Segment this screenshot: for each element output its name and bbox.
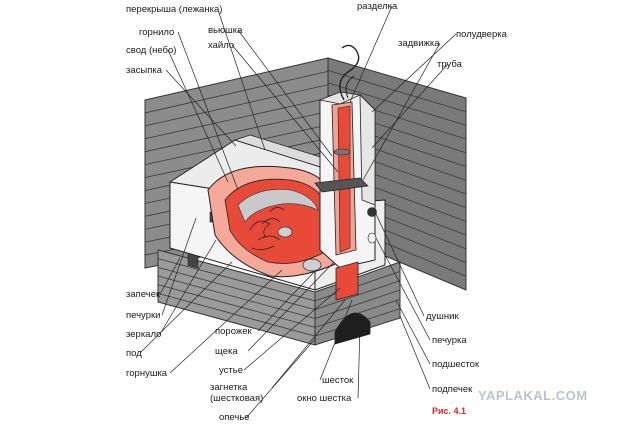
leader-line: [237, 29, 333, 157]
leader-line: [395, 299, 431, 365]
chimney: [314, 44, 377, 301]
label-dushnik: душник: [426, 311, 459, 322]
leader-line: [167, 49, 229, 183]
label-pechurki: печурки: [126, 310, 160, 321]
leader-line: [399, 315, 431, 390]
label-zapechek: запечек: [126, 289, 161, 300]
base-plank: [314, 280, 401, 311]
leader-line: [247, 261, 335, 352]
leader-line: [139, 261, 233, 354]
log-plank: [327, 70, 467, 113]
leader-line: [371, 63, 449, 149]
log-plank: [144, 70, 329, 114]
leader-line: [231, 44, 339, 173]
label-zasypka: засыпка: [126, 65, 163, 76]
label-podpechek: подпечек: [432, 384, 473, 395]
leader-line: [319, 299, 353, 381]
leader-line: [161, 217, 197, 316]
leader-line: [217, 9, 266, 151]
label-khaylo: хайло: [208, 40, 234, 51]
log-plank: [327, 82, 467, 126]
label-ustye: устье: [219, 365, 243, 376]
label-pechurka: печурка: [432, 335, 467, 346]
watermark: YAPLAKAL.COM: [478, 388, 588, 403]
base-plank: [157, 292, 316, 337]
label-vyoushka: вьюшка: [208, 25, 243, 36]
leader-line: [159, 257, 181, 295]
label-poddverka: полудверка: [456, 29, 508, 40]
label-gornushka: горнушка: [126, 368, 168, 379]
label-shcheka: щека: [215, 346, 238, 357]
leader-line: [243, 287, 341, 371]
vyoushka-ring: [333, 148, 351, 156]
leader-line: [165, 69, 237, 147]
pechurka-niche-left: [187, 252, 199, 269]
label-porozhek: порожек: [215, 326, 253, 337]
leader-line: [245, 337, 317, 419]
stove-base: [157, 249, 401, 346]
figure-caption: Рис. 4.1: [432, 406, 466, 416]
label-shestkovaya: (шестковая): [210, 393, 263, 404]
label-podshestok: подшесток: [432, 359, 480, 370]
firebox-section: [207, 165, 341, 278]
leader-line: [271, 299, 346, 389]
dushnik-hole: [367, 207, 377, 217]
label-truba: труба: [437, 59, 463, 70]
leader-line: [357, 325, 361, 399]
label-perekrysha: перекрыша (лежанка): [126, 4, 222, 15]
base-plank: [157, 266, 316, 311]
leader-line: [177, 31, 239, 191]
label-shestok: шесток: [322, 375, 354, 386]
base-plank: [157, 275, 316, 319]
label-zagnetka: загнетка: [210, 382, 248, 393]
label-svod: свод (небо): [126, 45, 176, 56]
zadvizhka-plate: [314, 177, 369, 193]
label-zerkalo: зеркало: [126, 329, 161, 340]
label-zadvizhka: задвижка: [398, 38, 440, 49]
label-gornilo: горнило: [139, 27, 174, 38]
log-plank: [144, 84, 329, 127]
label-razdelka: разделка: [357, 1, 398, 12]
leader-line: [375, 213, 425, 317]
leader-line: [349, 5, 393, 103]
label-pod: под: [126, 348, 142, 359]
leader-line: [169, 269, 283, 374]
log-plank: [144, 111, 329, 153]
label-opechye: опечье: [219, 412, 250, 423]
leader-lines: [139, 5, 457, 419]
leader-line: [362, 42, 441, 181]
labels: перекрыша (лежанка) горнило свод (небо) …: [126, 1, 508, 423]
leader-line: [371, 33, 457, 113]
leader-line: [257, 269, 317, 332]
label-okno-shestka: окно шестка: [297, 393, 352, 404]
base-plank: [157, 258, 316, 302]
base-plank: [157, 284, 316, 328]
log-plank: [144, 97, 329, 140]
base-plank: [314, 289, 401, 319]
leader-line: [375, 237, 431, 341]
leader-line: [159, 239, 217, 335]
